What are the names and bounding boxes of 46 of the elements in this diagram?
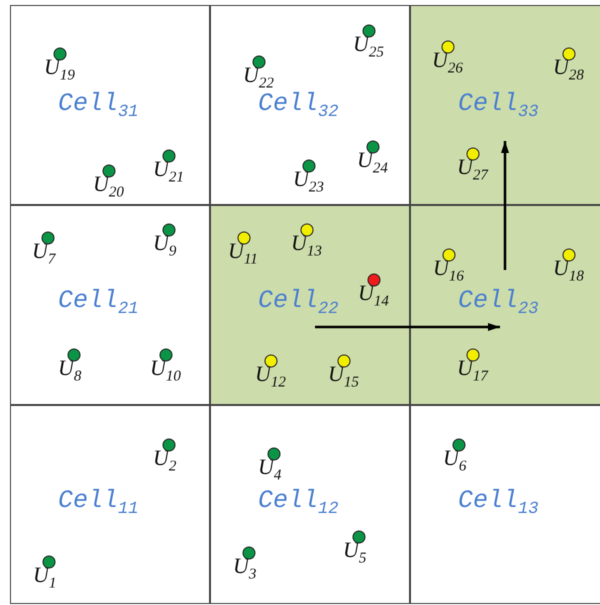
user-label: U$_{1}$: [33, 564, 56, 594]
user-label: U$_{10}$: [150, 357, 181, 386]
user-label: U$_{14}$: [358, 282, 389, 312]
user-label: U$_{19}$: [44, 56, 75, 86]
user-label: U$_{18}$: [553, 257, 584, 286]
user-label: U$_{23}$: [293, 168, 324, 198]
grid-cell: [210, 205, 410, 405]
cell-label: Cell$_{33}$: [458, 89, 538, 122]
user-label: U$_{3}$: [233, 555, 256, 584]
cell-label: Cell$_{22}$: [258, 286, 338, 319]
cell-label: Cell$_{13}$: [458, 486, 538, 519]
grid-cell: [10, 205, 210, 405]
user-label: U$_{16}$: [433, 257, 464, 286]
cell-label: Cell$_{12}$: [258, 486, 338, 519]
user-label: U$_{17}$: [457, 357, 488, 386]
grid-cell: [410, 405, 600, 604]
grid-cell: [210, 405, 410, 604]
user-label: U$_{25}$: [353, 33, 384, 62]
user-label: U$_{26}$: [432, 49, 463, 78]
grid-cell: [210, 5, 410, 205]
grid-cell: [10, 405, 210, 604]
cell-label: Cell$_{21}$: [58, 286, 138, 319]
user-label: U$_{13}$: [291, 232, 322, 262]
user-label: U$_{12}$: [255, 363, 286, 392]
cell-label: Cell$_{31}$: [58, 89, 138, 122]
user-label: U$_{22}$: [243, 64, 274, 92]
user-label: U$_{20}$: [93, 173, 124, 202]
user-label: U$_{7}$: [32, 240, 56, 270]
user-label: U$_{2}$: [153, 447, 176, 476]
user-label: U$_{8}$: [58, 357, 82, 386]
grid-cell: [410, 5, 600, 205]
cell-label: Cell$_{32}$: [258, 89, 338, 122]
user-label: U$_{27}$: [457, 156, 488, 186]
cell-label: Cell$_{11}$: [58, 486, 138, 519]
grid-cell: [410, 205, 600, 405]
user-label: U$_{9}$: [153, 232, 176, 262]
user-label: U$_{21}$: [153, 158, 184, 188]
user-label: U$_{4}$: [258, 456, 282, 486]
user-label: U$_{6}$: [443, 447, 466, 476]
grid-cell: [10, 5, 210, 205]
user-label: U$_{5}$: [343, 539, 366, 568]
cell-label: Cell$_{23}$: [458, 286, 538, 319]
user-label: U$_{28}$: [553, 56, 584, 86]
user-label: U$_{11}$: [228, 240, 258, 270]
user-label: U$_{15}$: [328, 363, 359, 392]
user-label: U$_{24}$: [357, 149, 388, 178]
